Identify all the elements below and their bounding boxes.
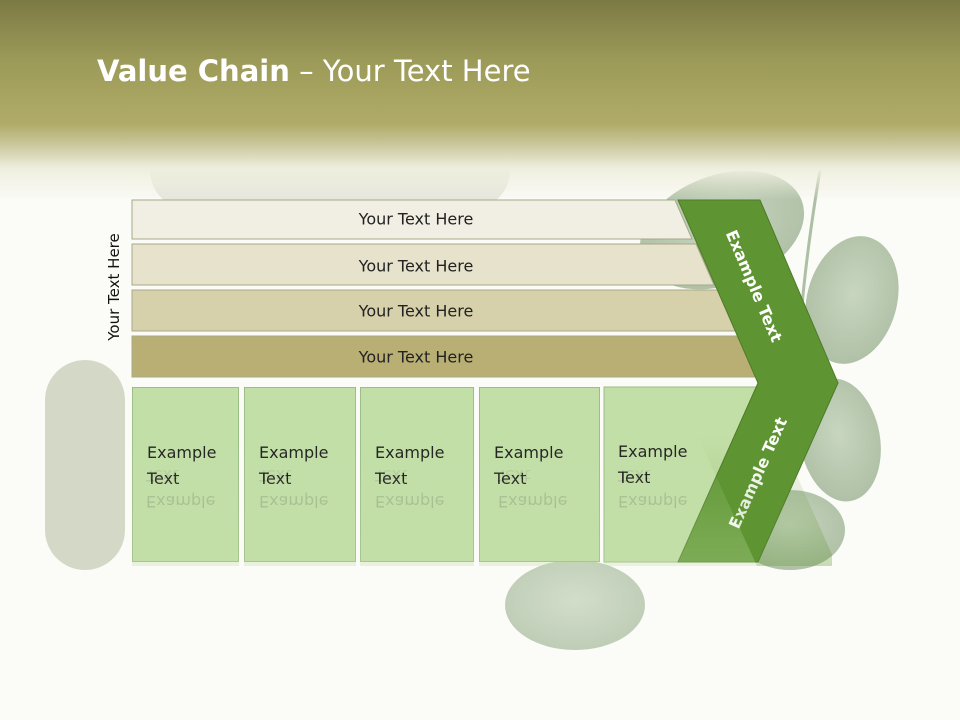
column-5-line-2: Text: [618, 465, 687, 491]
row-band-2: [131, 243, 715, 286]
slide-title: Value Chain – Your Text Here: [97, 54, 531, 88]
column-4-line-1: Example: [494, 440, 563, 466]
column-4-line-2: Text: [494, 466, 563, 492]
column-1-line-2: Text: [147, 466, 216, 492]
reflection-col-3-line-1: Example: [375, 492, 445, 511]
row-1-label: Your Text Here: [358, 209, 474, 229]
title-bold: Value Chain: [97, 54, 290, 88]
row-2-label: Your Text Here: [358, 256, 474, 276]
column-3-line-2: Text: [375, 466, 444, 492]
column-2-line-1: Example: [259, 440, 328, 466]
reflection-col-3-line-2: Text: [375, 466, 408, 485]
column-2-line-2: Text: [259, 466, 328, 492]
reflection-col-1-line-2: Text: [146, 466, 179, 485]
reflection-col-4-line-2: Text: [498, 466, 531, 485]
column-5-line-1: Example: [618, 439, 687, 465]
reflection-col-5-line-1: Example: [618, 492, 688, 511]
column-1-line-1: Example: [147, 440, 216, 466]
row-4-label: Your Text Here: [358, 347, 474, 367]
row-3-label: Your Text Here: [358, 301, 474, 321]
title-rest: – Your Text Here: [289, 54, 531, 88]
reflection-col-1-line-1: Example: [146, 492, 216, 511]
reflection-col-2-line-1: Example: [259, 492, 329, 511]
reflection-col-4-line-1: Example: [498, 492, 568, 511]
row-band-1: [131, 199, 693, 240]
reflection-col-5-line-2: Text: [618, 466, 651, 485]
header-band: [0, 0, 960, 200]
column-3-line-1: Example: [375, 440, 444, 466]
reflection-col-2-line-2: Text: [259, 466, 292, 485]
